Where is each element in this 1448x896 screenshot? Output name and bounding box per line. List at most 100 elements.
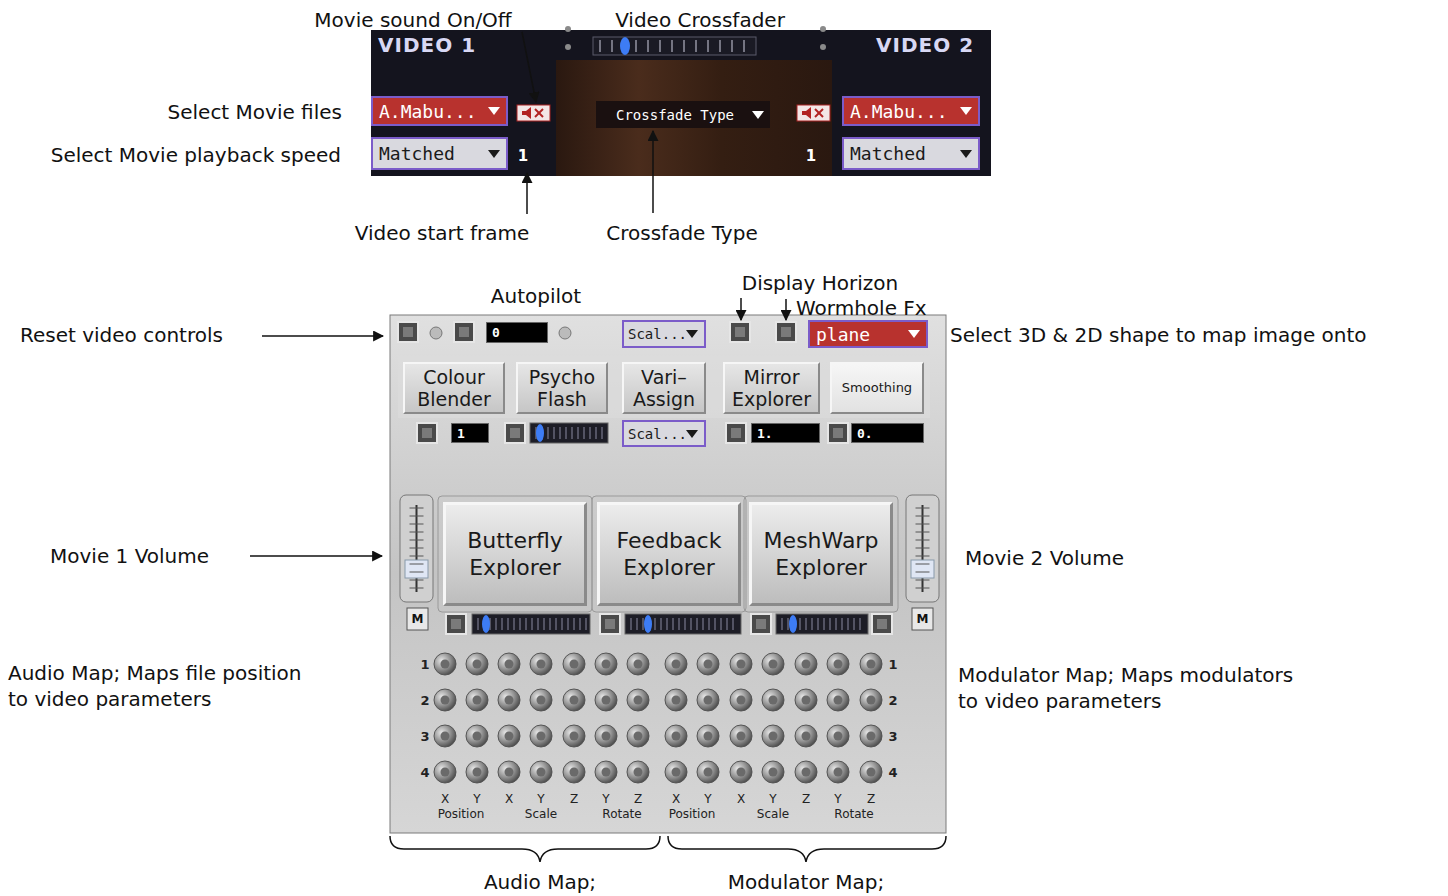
patch-knob bbox=[860, 725, 882, 747]
slider-tick bbox=[514, 618, 515, 630]
slider-tick bbox=[818, 618, 819, 630]
square-button-face bbox=[756, 619, 766, 629]
patch-knob bbox=[498, 725, 520, 747]
axis-label: X bbox=[441, 792, 449, 806]
slider-tick bbox=[709, 618, 710, 630]
slider-tick bbox=[538, 618, 539, 630]
node-text: Vari– Assign bbox=[627, 366, 701, 410]
volume-tick bbox=[410, 572, 424, 573]
group-label: Scale bbox=[757, 807, 789, 821]
patch-socket bbox=[602, 732, 611, 741]
square-button-face bbox=[735, 327, 745, 337]
node-text: Scal... bbox=[628, 426, 687, 442]
patch-socket bbox=[570, 660, 579, 669]
patch-socket bbox=[537, 732, 546, 741]
callout-label: Movie sound On/Off bbox=[314, 8, 511, 32]
axis-label: X bbox=[672, 792, 680, 806]
slider-tick bbox=[721, 618, 722, 630]
patch-knob bbox=[530, 725, 552, 747]
mute-button bbox=[407, 608, 428, 630]
patch-knob bbox=[762, 725, 784, 747]
button-frame bbox=[744, 496, 898, 612]
group-label: Scale bbox=[525, 807, 557, 821]
axis-label: Z bbox=[802, 792, 810, 806]
slider-track bbox=[472, 614, 590, 634]
square-button-face bbox=[459, 327, 469, 337]
mute-frame bbox=[797, 105, 830, 121]
square-button bbox=[730, 322, 750, 342]
patch-knob bbox=[434, 761, 456, 783]
patch-socket bbox=[867, 732, 876, 741]
node-text: Matched bbox=[850, 143, 926, 164]
volume-tick bbox=[916, 532, 930, 533]
slider-tick bbox=[556, 618, 557, 630]
patch-socket bbox=[769, 660, 778, 669]
patch-socket bbox=[473, 768, 482, 777]
slider-tick bbox=[580, 618, 581, 630]
indicator-dot bbox=[559, 327, 571, 339]
patch-socket bbox=[834, 732, 843, 741]
node-text: Mirror Explorer bbox=[728, 366, 815, 410]
crossfader-track bbox=[593, 37, 756, 55]
node-text: A.Mabu... bbox=[850, 101, 948, 122]
patch-knob bbox=[762, 689, 784, 711]
callout-label: Movie 2 Volume bbox=[965, 546, 1124, 570]
slider-tick bbox=[574, 618, 575, 630]
row-number: 1 bbox=[420, 657, 429, 672]
bracket bbox=[390, 836, 660, 862]
patch-socket bbox=[769, 732, 778, 741]
slider-tick bbox=[566, 427, 567, 439]
axis-label: Y bbox=[704, 792, 711, 806]
patch-knob bbox=[730, 761, 752, 783]
node-text: Crossfade Type bbox=[616, 107, 734, 123]
file-select: A.Mabu... bbox=[371, 96, 508, 126]
effect-button: Psycho Flash bbox=[516, 362, 608, 414]
volume-tick bbox=[916, 572, 930, 573]
patch-socket bbox=[672, 768, 681, 777]
patch-knob bbox=[530, 689, 552, 711]
slider-tick bbox=[691, 618, 692, 630]
file-select: A.Mabu... bbox=[842, 96, 980, 126]
callout-label: Audio Map; bbox=[484, 870, 596, 894]
patch-socket bbox=[473, 732, 482, 741]
patch-knob bbox=[563, 761, 585, 783]
volume-tick bbox=[916, 524, 930, 525]
patch-knob bbox=[498, 689, 520, 711]
crossfader-tick bbox=[696, 40, 697, 52]
slider-tick bbox=[586, 618, 587, 630]
patch-knob bbox=[498, 653, 520, 675]
patch-knob bbox=[762, 761, 784, 783]
node-text: Scal... bbox=[628, 326, 687, 342]
patch-socket bbox=[537, 768, 546, 777]
slider-tick bbox=[854, 618, 855, 630]
row-number: 4 bbox=[420, 765, 429, 780]
slider-tick bbox=[667, 618, 668, 630]
callout-label: Select Movie files bbox=[168, 100, 342, 124]
patch-knob bbox=[627, 653, 649, 675]
patch-knob bbox=[498, 761, 520, 783]
crossfader-knob bbox=[620, 37, 630, 55]
slider-tick bbox=[848, 618, 849, 630]
patch-socket bbox=[737, 660, 746, 669]
slider-tick bbox=[478, 618, 479, 630]
patch-knob bbox=[697, 725, 719, 747]
crossfader-tick bbox=[720, 40, 721, 52]
callout-label: Modulator Map; bbox=[728, 870, 884, 894]
crossfader-tick bbox=[600, 40, 601, 52]
volume-tick bbox=[916, 556, 930, 557]
patch-knob bbox=[466, 725, 488, 747]
group-label: Position bbox=[438, 807, 485, 821]
row-number: 4 bbox=[888, 765, 897, 780]
screw bbox=[565, 44, 571, 50]
slider-tick bbox=[715, 618, 716, 630]
patch-knob bbox=[595, 725, 617, 747]
square-button bbox=[454, 322, 474, 342]
callout-label: Video start frame bbox=[355, 221, 530, 245]
patch-knob bbox=[827, 653, 849, 675]
callout-label: Crossfade Type bbox=[606, 221, 757, 245]
patch-knob bbox=[466, 689, 488, 711]
crossfader-tick bbox=[660, 40, 661, 52]
callout-label: Select 3D & 2D shape to map image onto bbox=[950, 323, 1367, 347]
volume-tick bbox=[410, 548, 424, 549]
number-box: 0 bbox=[486, 322, 548, 343]
